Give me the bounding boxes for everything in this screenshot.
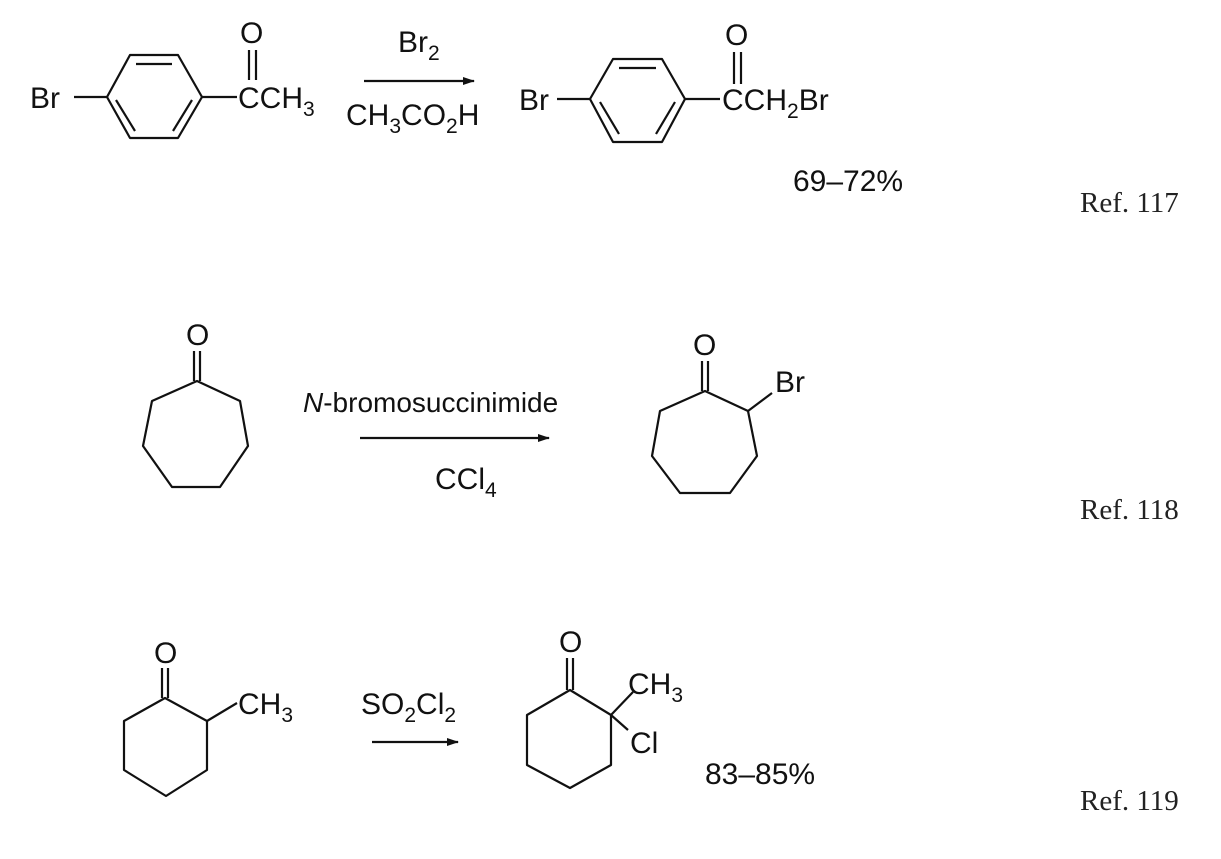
cyclohexane-ring [525, 688, 613, 790]
bromo-label: Br [30, 82, 60, 115]
carbonyl-oxygen: O [559, 626, 582, 659]
bromo-label: Br [519, 84, 549, 117]
cycloheptane-ring [650, 389, 759, 495]
reagent-bromine: Br2 [398, 26, 440, 65]
reactant-cycloheptanone: O [141, 319, 250, 489]
carbonyl-oxygen: O [186, 319, 209, 352]
cycloheptane-ring [141, 379, 250, 489]
benzene-ring [588, 57, 687, 144]
reference-label: Ref. 117 [1080, 187, 1179, 219]
solvent-carbon-tetrachloride: CCl4 [435, 463, 497, 502]
chloro-label: Cl [630, 727, 658, 760]
reagent-nbs: N-bromosuccinimide [303, 387, 558, 418]
reagent-sulfuryl-chloride: SO2Cl2 [361, 688, 456, 727]
bromo-label: Br [775, 366, 805, 399]
reaction-3: O CH3 SO2Cl2 O CH3 Cl 83–85% Ref. 119 [122, 626, 1179, 817]
reference-label: Ref. 119 [1080, 785, 1179, 817]
reaction-2: O N-bromosuccinimide CCl4 O Br Ref. 118 [141, 319, 1179, 526]
product-bromophenacyl-bromide: Br O CCH2Br [519, 19, 829, 144]
reaction-arrow-3: SO2Cl2 [361, 688, 459, 746]
reaction-arrow-1: Br2 CH3CO2H [346, 26, 479, 138]
carbonyl-oxygen: O [725, 19, 748, 52]
reference-label: Ref. 118 [1080, 494, 1179, 526]
carbonyl-oxygen: O [693, 329, 716, 362]
methyl-label: CH3 [628, 668, 683, 707]
reactant-2-methylcyclohexanone: O CH3 [122, 637, 293, 798]
reaction-1: Br O CCH3 Br2 CH3CO2H Br [30, 17, 1179, 219]
acetyl-label: CCH3 [238, 82, 315, 121]
carbonyl-oxygen: O [240, 17, 263, 50]
yield-label: 83–85% [705, 758, 815, 791]
solvent-acetic-acid: CH3CO2H [346, 99, 479, 138]
methyl-label: CH3 [238, 688, 293, 727]
cyclohexane-ring [122, 696, 209, 798]
product-2-bromocycloheptanone: O Br [650, 329, 805, 495]
reactant-4-bromoacetophenone: Br O CCH3 [30, 17, 315, 140]
product-2-chloro-2-methylcyclohexanone: O CH3 Cl [525, 626, 683, 790]
bromoacetyl-label: CCH2Br [722, 84, 829, 123]
yield-label: 69–72% [793, 165, 903, 198]
reaction-arrow-2: N-bromosuccinimide CCl4 [303, 387, 558, 502]
benzene-ring [105, 53, 204, 140]
carbonyl-oxygen: O [154, 637, 177, 670]
